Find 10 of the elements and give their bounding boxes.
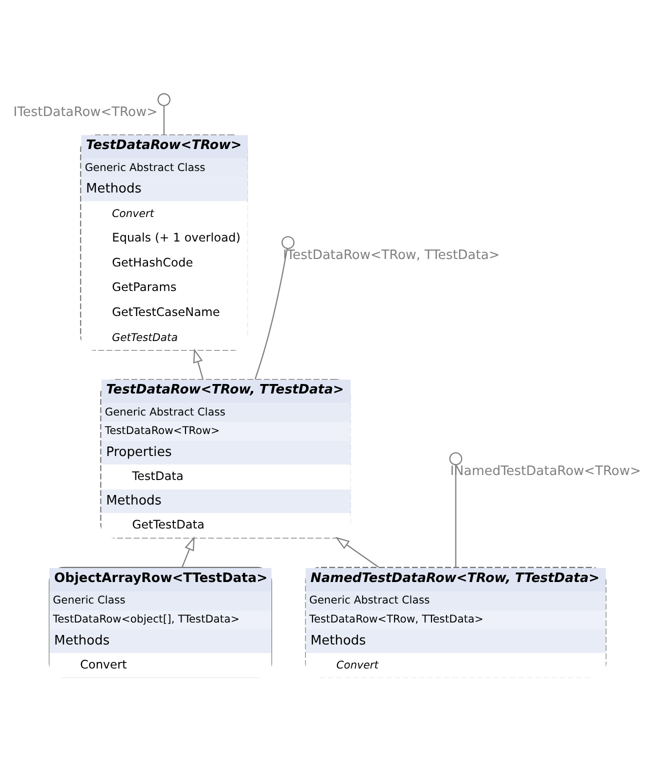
arrow bbox=[335, 536, 380, 568]
connector bbox=[254, 248, 288, 379]
node-circle bbox=[158, 92, 170, 106]
connector bbox=[163, 105, 165, 134]
arrow bbox=[193, 348, 204, 380]
arrow bbox=[182, 536, 195, 567]
node-circle bbox=[449, 452, 462, 465]
connector bbox=[455, 464, 456, 567]
node-label: ITestDataRow<TRow> bbox=[13, 104, 158, 120]
node-circle bbox=[282, 236, 295, 249]
